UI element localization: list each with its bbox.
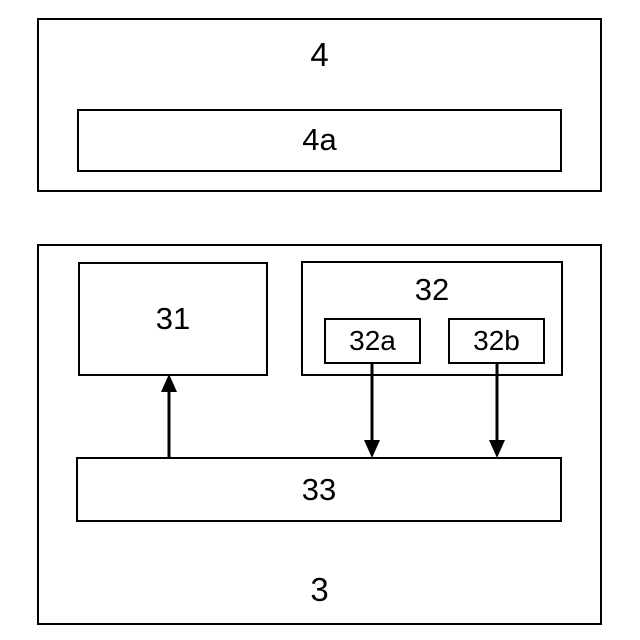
block-4a-label: 4a	[302, 122, 337, 157]
block-32-label: 32	[414, 272, 450, 307]
block-4a	[77, 109, 562, 172]
block-31	[78, 262, 268, 376]
block-31-label: 31	[155, 301, 191, 336]
block-32a-label: 32a	[349, 325, 396, 356]
module-3-label: 3	[310, 571, 329, 608]
block-33-label: 33	[301, 472, 337, 507]
block-32a	[324, 318, 421, 364]
block-32b-label: 32b	[473, 325, 520, 356]
block-32b	[448, 318, 545, 364]
module-4-label: 4	[310, 36, 329, 73]
block-33	[76, 457, 562, 522]
